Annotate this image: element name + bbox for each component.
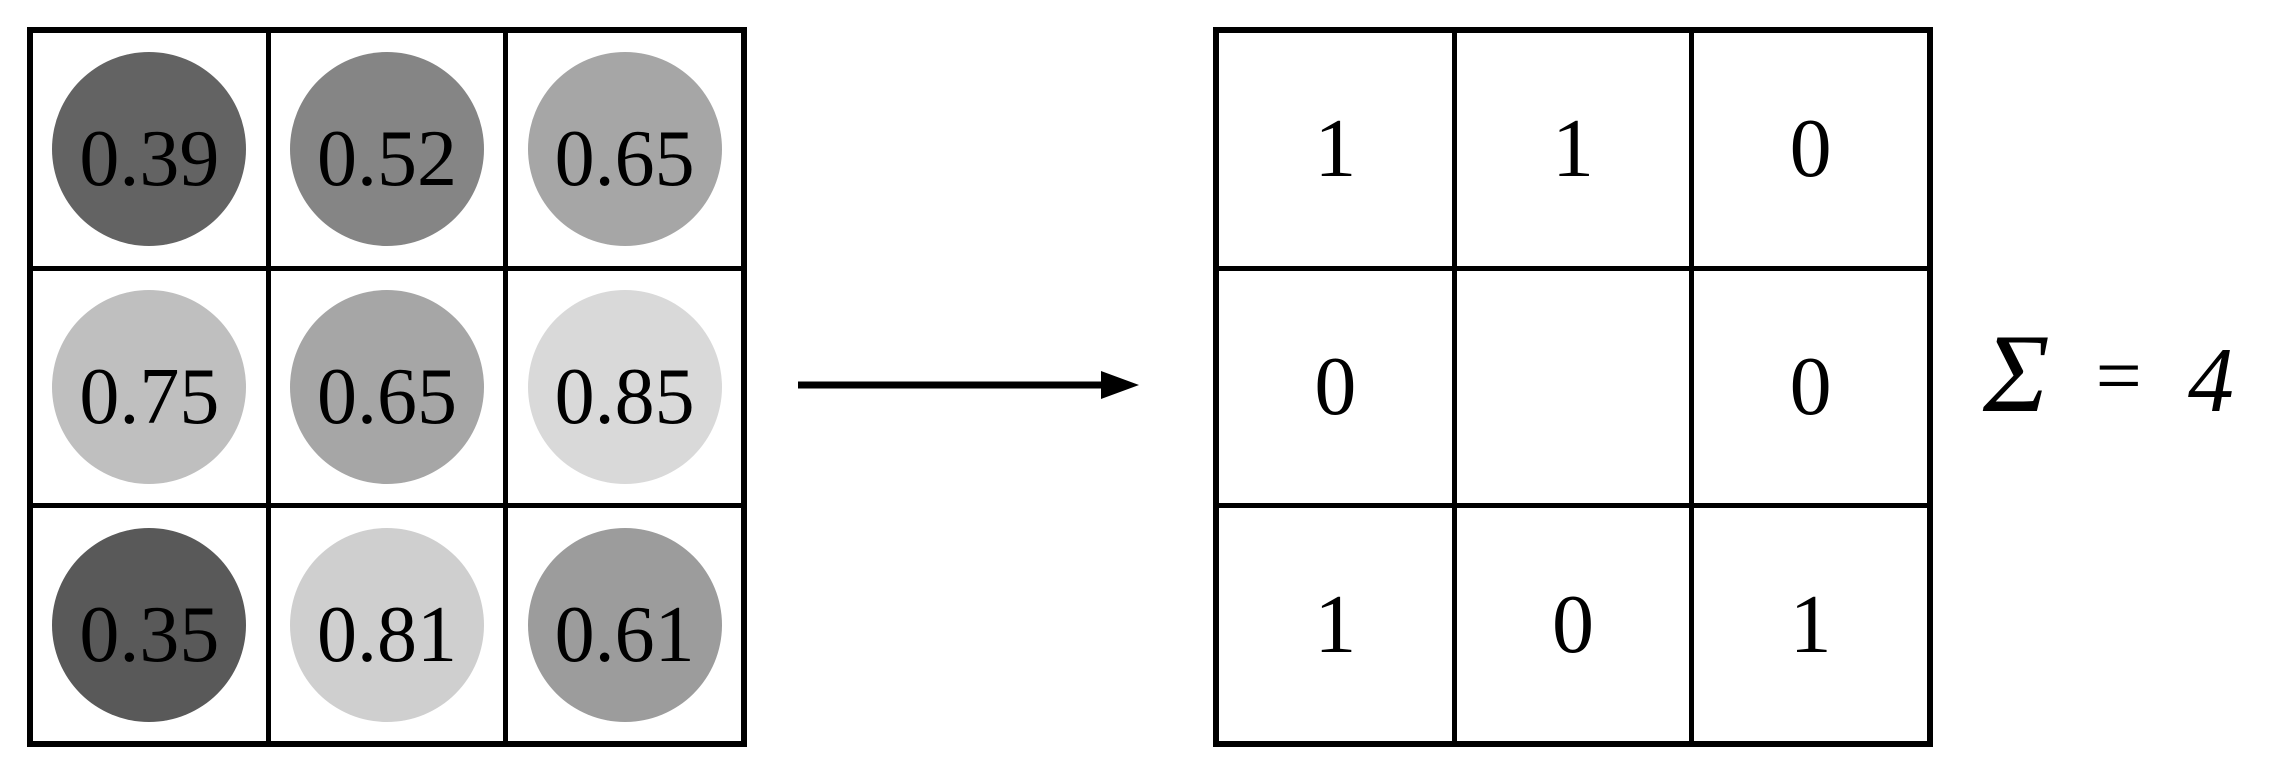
- pixel-cell: 0.65: [270, 270, 504, 504]
- pixel-cell: 0.75: [33, 270, 266, 504]
- binary-value: 0: [1551, 577, 1594, 671]
- pixel-value: 0.81: [316, 590, 457, 679]
- binary-value: 0: [1789, 339, 1832, 433]
- pixel-value: 0.75: [79, 352, 220, 441]
- pixel-cell: 0.35: [33, 508, 266, 741]
- binary-cell: 1: [1219, 33, 1452, 266]
- binary-value: 1: [1314, 102, 1357, 196]
- binary-cell: 1: [1219, 508, 1452, 741]
- pixel-cell: 0.85: [508, 270, 741, 504]
- pixel-value: 0.39: [79, 115, 220, 204]
- sigma-symbol: Σ: [1983, 312, 2050, 436]
- pixel-circle: 0.61: [527, 527, 722, 722]
- binary-cell: 0: [1694, 33, 1927, 266]
- equals-sign: =: [2095, 330, 2142, 421]
- pixel-cell: 0.52: [270, 33, 504, 266]
- binary-value: 0: [1789, 102, 1832, 196]
- pixel-cell: 0.39: [33, 33, 266, 266]
- pixel-circle: 0.65: [527, 52, 722, 247]
- sum-value: 4: [2187, 329, 2234, 431]
- binary-cell: 0: [1694, 270, 1927, 504]
- binary-cell: 0: [1456, 508, 1690, 741]
- pixel-value: 0.85: [554, 352, 695, 441]
- pixel-circle: 0.81: [289, 527, 484, 722]
- pixel-circle: 0.85: [527, 289, 722, 484]
- pixel-circle: 0.65: [289, 289, 484, 484]
- pixel-value: 0.65: [316, 352, 457, 441]
- binary-value: 1: [1551, 102, 1594, 196]
- binary-cell: 0: [1219, 270, 1452, 504]
- binary-value: 0: [1314, 339, 1357, 433]
- pixel-cell: 0.61: [508, 508, 741, 741]
- sum-expression: Σ = 4: [1983, 318, 2234, 468]
- binary-cell: 1: [1456, 33, 1690, 266]
- binary-cell: 1: [1694, 508, 1927, 741]
- pixel-value: 0.61: [554, 590, 695, 679]
- binary-value: 1: [1789, 577, 1832, 671]
- binary-cell-center-empty: [1456, 270, 1690, 504]
- pixel-circle: 0.52: [289, 52, 484, 247]
- pixel-circle: 0.39: [52, 52, 247, 247]
- pixel-circle: 0.35: [52, 527, 247, 722]
- pixel-circle: 0.75: [52, 289, 247, 484]
- arrow-right-icon: [798, 371, 1139, 399]
- pixel-value: 0.52: [316, 115, 457, 204]
- binary-value: 1: [1314, 577, 1357, 671]
- pixel-value: 0.35: [79, 590, 220, 679]
- pixel-value-grid: 0.39 0.52 0.65 0.75 0.65 0.85: [27, 27, 747, 747]
- binary-grid: 1 1 0 0 0 1 0 1: [1213, 27, 1933, 747]
- pixel-value: 0.65: [554, 115, 695, 204]
- pixel-cell: 0.65: [508, 33, 741, 266]
- pixel-cell: 0.81: [270, 508, 504, 741]
